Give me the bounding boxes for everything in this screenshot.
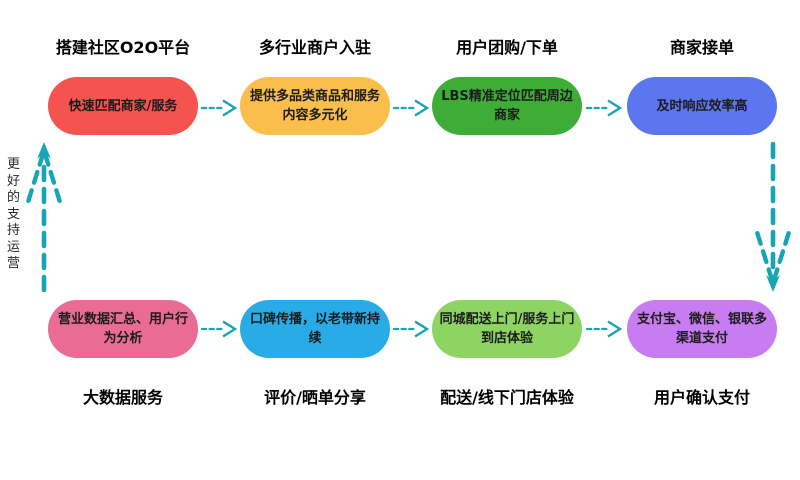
flow-node-text: 快速匹配商家/服务: [68, 98, 178, 114]
stage-label-review: 评价/晒单分享: [264, 388, 366, 407]
arrow-right-icon: [392, 97, 432, 119]
flow-node-text: 口碑传播，以老带新持续: [249, 312, 380, 346]
flow-node-lbs: LBS精准定位匹配周边商家: [432, 77, 582, 135]
arrow-right-icon: [585, 97, 625, 119]
flow-node-text: 同城配送上门/服务上门到店体验: [439, 312, 575, 346]
stage-title-accept: 商家接单: [669, 38, 734, 57]
arrow-right-icon: [392, 318, 432, 340]
stage-label-payment: 用户确认支付: [653, 388, 750, 407]
arrow-right-icon: [200, 97, 240, 119]
flow-node-response: 及时响应效率高: [627, 77, 777, 135]
flow-node-payment: 支付宝、微信、银联多渠道支付: [627, 300, 777, 358]
arrow-right-icon: [585, 318, 625, 340]
flow-node-text: 营业数据汇总、用户行为分析: [57, 312, 188, 346]
stage-title-merchants: 多行业商户入驻: [258, 38, 371, 57]
flow-node-text: 及时响应效率高: [656, 98, 748, 114]
flow-node-delivery: 同城配送上门/服务上门到店体验: [432, 300, 582, 358]
stage-title-order: 用户团购/下单: [456, 38, 558, 57]
stage-label-bigdata: 大数据服务: [82, 388, 163, 407]
arrow-right-icon: [200, 318, 240, 340]
side-label: 更好的支持运营: [6, 157, 20, 271]
flow-node-bigdata: 营业数据汇总、用户行为分析: [48, 300, 198, 358]
stage-title-platform: 搭建社区O2O平台: [55, 38, 191, 57]
stage-label-delivery: 配送/线下门店体验: [440, 388, 574, 407]
flow-node-text: 提供多品类商品和服务内容多元化: [249, 89, 380, 123]
flow-node-text: 支付宝、微信、银联多渠道支付: [636, 312, 767, 346]
down-arrow-icon: [751, 142, 795, 292]
up-arrow-icon: [22, 142, 66, 292]
flow-node-wom: 口碑传播，以老带新持续: [240, 300, 390, 358]
flow-node-text: LBS精准定位匹配周边商家: [441, 89, 573, 123]
flow-node-supply: 提供多品类商品和服务内容多元化: [240, 77, 390, 135]
flow-node-match: 快速匹配商家/服务: [48, 77, 198, 135]
